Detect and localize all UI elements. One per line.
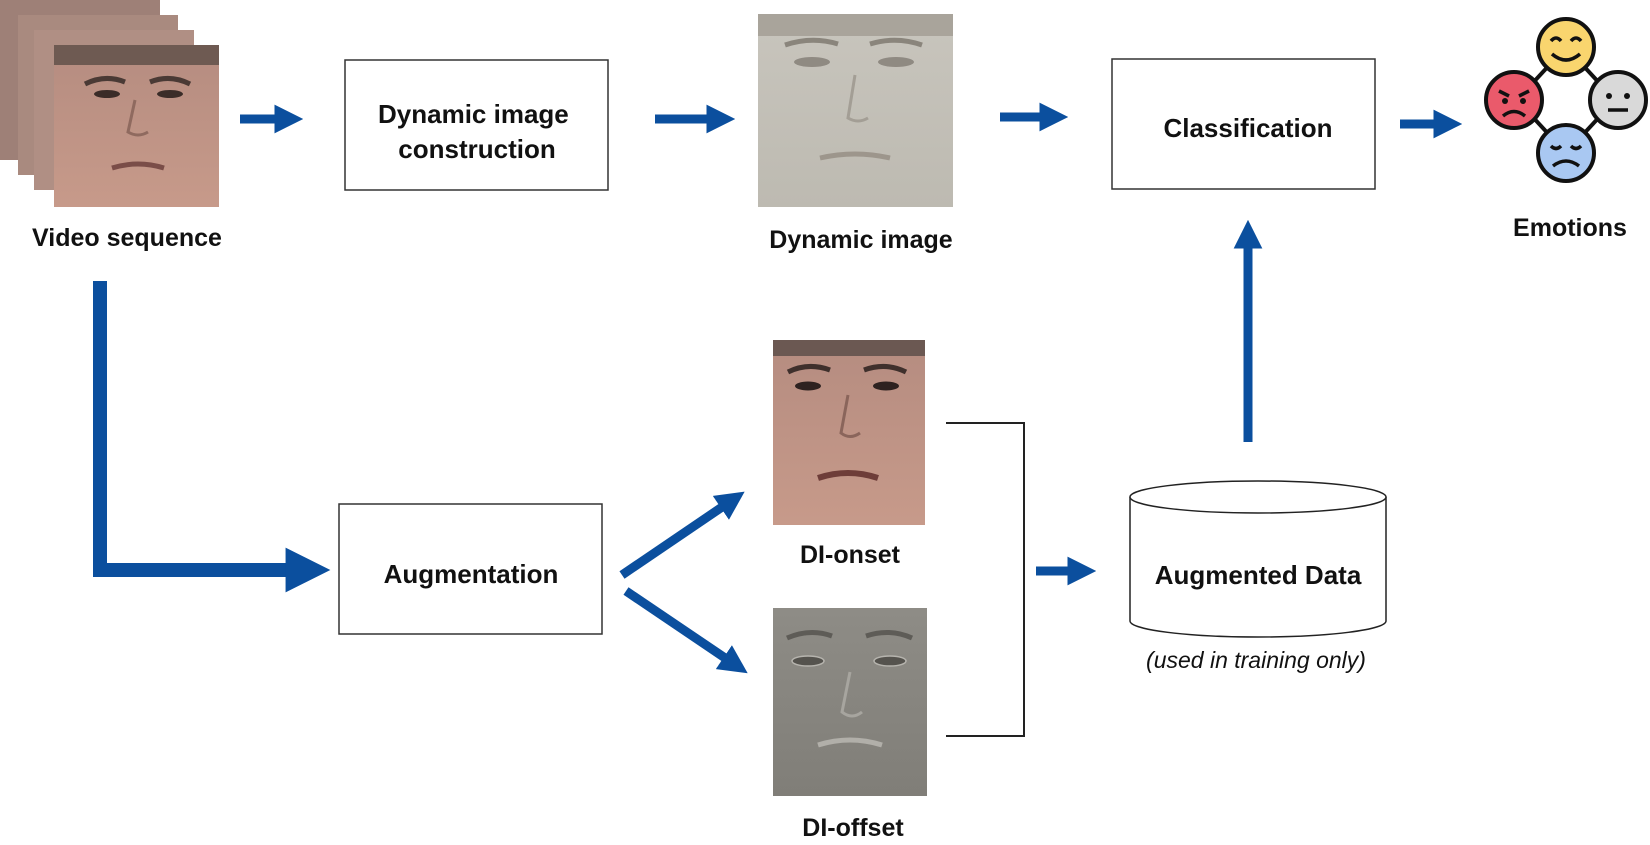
dynamic-image-picture: [758, 14, 953, 207]
arrow-augmentation-to-di-offset: [623, 587, 748, 674]
dynamic-image-label: Dynamic image: [769, 226, 953, 254]
di-onset-image: [773, 340, 925, 525]
training-only-note: (used in training only): [1146, 647, 1366, 673]
dynamic-image-construction-box: [344, 59, 609, 191]
sad-face-icon: [1536, 123, 1596, 183]
dynamic-image-construction-label: Dynamic image construction: [378, 99, 576, 164]
arrow-video-to-augmentation: [93, 281, 331, 593]
emotions-icon-cluster: [1484, 17, 1648, 183]
augmented-data-cylinder: [1129, 480, 1387, 638]
arrow-augmentation-to-di-onset: [619, 491, 745, 579]
di-onset-label: DI-onset: [800, 541, 901, 569]
di-offset-label: DI-offset: [802, 814, 904, 842]
augmented-data-label: Augmented Data: [1155, 560, 1362, 590]
dynamic-image-construction-line-1: Dynamic image: [378, 99, 569, 129]
augmentation-box: [338, 503, 603, 635]
di-offset-image: [773, 608, 927, 796]
augmentation-label: Augmentation: [384, 559, 559, 589]
merge-bracket: [946, 422, 1025, 737]
happy-face-icon: [1536, 17, 1596, 77]
video-sequence-label: Video sequence: [32, 224, 222, 252]
dynamic-image-construction-line-2: construction: [398, 134, 555, 164]
neutral-face-icon: [1588, 70, 1648, 130]
emotions-label: Emotions: [1513, 214, 1627, 242]
classification-label: Classification: [1163, 113, 1332, 143]
angry-face-icon: [1484, 70, 1544, 130]
video-sequence-image: [0, 0, 219, 207]
classification-box: [1111, 58, 1376, 190]
